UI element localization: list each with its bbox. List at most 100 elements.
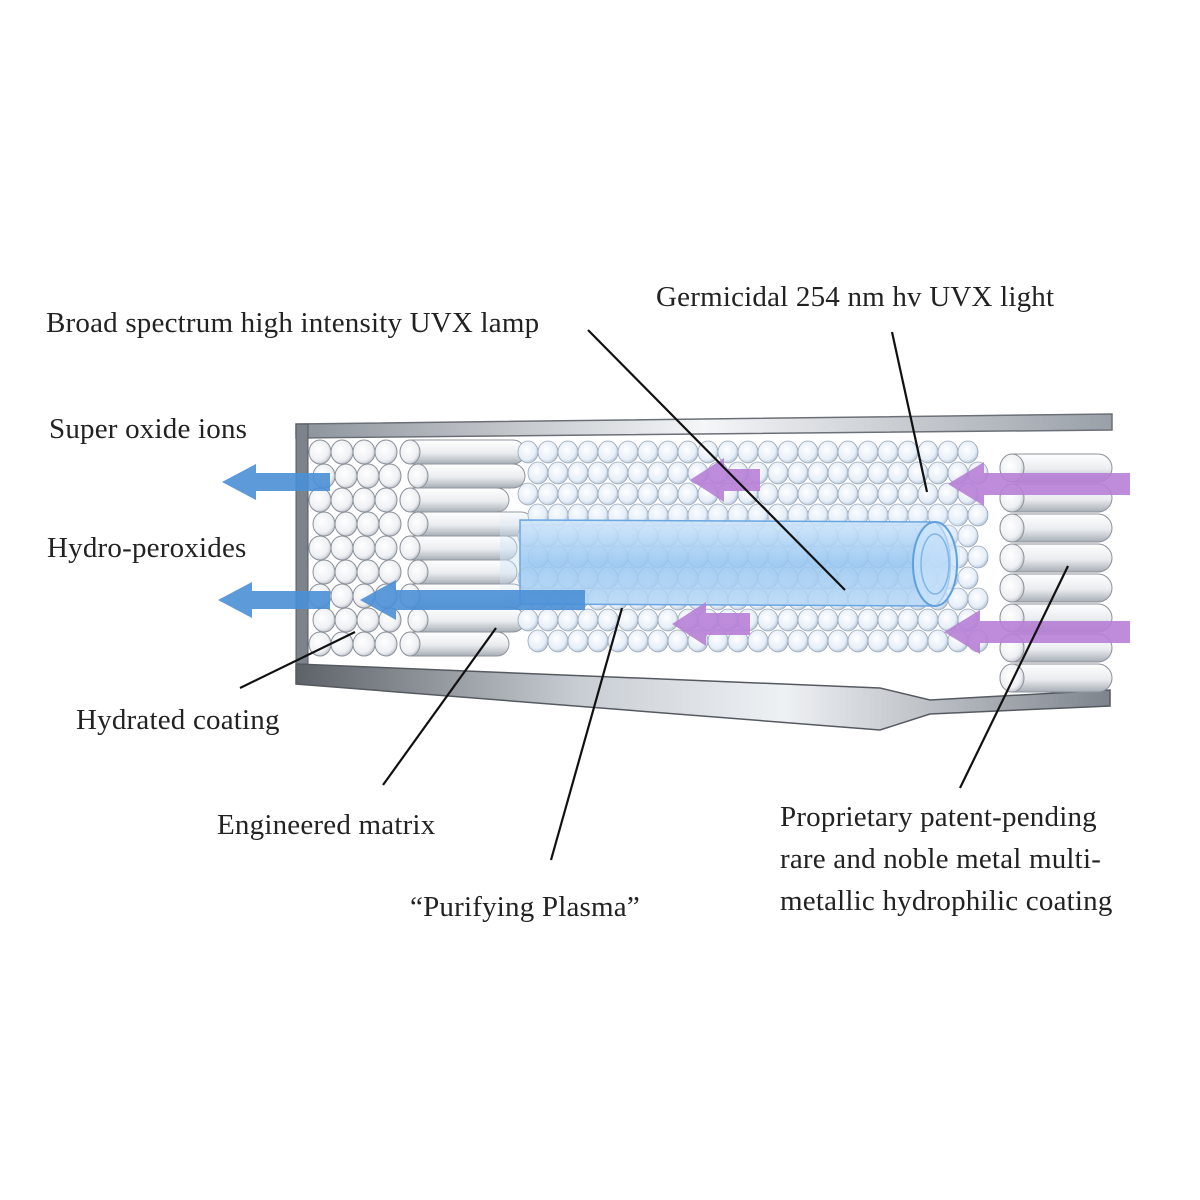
left-tube-stack: [308, 439, 534, 657]
label-metallic-coating-line-2: rare and noble metal multi-: [780, 843, 1102, 875]
inflow-arrow-upper-inner: [690, 458, 760, 502]
tube-end: [999, 513, 1025, 543]
tube-end: [330, 583, 354, 609]
label-metallic-coating-line-1: Proprietary patent-pending: [780, 801, 1097, 833]
matrix-cell: [937, 440, 959, 464]
matrix-cell: [537, 608, 559, 632]
matrix-cell: [847, 629, 869, 653]
matrix-cell: [777, 440, 799, 464]
matrix-cell: [917, 608, 939, 632]
matrix-cell: [547, 629, 569, 653]
matrix-cell: [537, 440, 559, 464]
tube-end: [999, 573, 1025, 603]
tube-end: [399, 439, 421, 465]
outflow-arrow-hydro-peroxides: [218, 582, 330, 618]
tube-end: [356, 607, 380, 633]
tube-end: [374, 439, 398, 465]
tube-end: [407, 463, 429, 489]
matrix-cell: [577, 608, 599, 632]
matrix-cell: [667, 629, 689, 653]
matrix-cell: [587, 629, 609, 653]
tube-end: [308, 439, 332, 465]
matrix-cell: [827, 629, 849, 653]
matrix-cell: [857, 440, 879, 464]
matrix-cell: [597, 440, 619, 464]
label-hydrated-coating: Hydrated coating: [76, 704, 280, 736]
matrix-cell: [897, 440, 919, 464]
tube-end: [352, 487, 376, 513]
matrix-cell: [827, 461, 849, 485]
matrix-cell: [817, 608, 839, 632]
tube-end: [374, 631, 398, 657]
matrix-cell: [547, 461, 569, 485]
matrix-cell: [957, 566, 979, 590]
matrix-cell: [967, 587, 989, 611]
inflow-arrow-upper: [948, 462, 1130, 506]
tube-end: [399, 487, 421, 513]
matrix-cell: [587, 461, 609, 485]
leader-hydrated-coating: [239, 631, 356, 689]
matrix-cell: [807, 461, 829, 485]
matrix-cell: [657, 608, 679, 632]
tube-end: [378, 463, 402, 489]
matrix-cell: [847, 461, 869, 485]
matrix-cell: [877, 608, 899, 632]
matrix-cell: [897, 608, 919, 632]
matrix-cell: [557, 608, 579, 632]
tube-end: [356, 511, 380, 537]
tube-end: [312, 511, 336, 537]
tube-end: [330, 487, 354, 513]
matrix-cell: [667, 461, 689, 485]
inflow-arrow-lower-inner: [672, 602, 750, 646]
matrix-cell: [517, 440, 539, 464]
matrix-cell: [877, 440, 899, 464]
matrix-cell: [757, 608, 779, 632]
leader-purifying-plasma: [549, 607, 624, 861]
tube-end: [312, 607, 336, 633]
leader-germicidal-light: [890, 331, 929, 493]
label-hydro-peroxides: Hydro-peroxides: [47, 532, 247, 564]
matrix-cell: [807, 629, 829, 653]
matrix-cell: [677, 440, 699, 464]
matrix-cell: [747, 629, 769, 653]
matrix-cell: [867, 629, 889, 653]
tube-end: [352, 631, 376, 657]
matrix-cell: [907, 629, 929, 653]
leader-uvx-lamp: [587, 329, 846, 591]
tube-end: [330, 535, 354, 561]
tube-end: [308, 487, 332, 513]
matrix-cell: [957, 440, 979, 464]
matrix-cell: [527, 629, 549, 653]
leader-metallic-coating: [959, 565, 1069, 789]
matrix-cell: [627, 629, 649, 653]
label-metallic-coating: Proprietary patent-pending rare and nobl…: [780, 796, 1160, 922]
matrix-cell: [817, 440, 839, 464]
matrix-cell: [957, 524, 979, 548]
matrix-cell: [637, 440, 659, 464]
label-uvx-lamp: Broad spectrum high intensity UVX lamp: [46, 307, 540, 339]
matrix-cell: [837, 608, 859, 632]
leader-engineered-matrix: [382, 627, 497, 786]
matrix-cell: [567, 461, 589, 485]
matrix-cell: [607, 461, 629, 485]
outflow-arrow-super-oxide: [222, 464, 330, 500]
tube-end: [374, 535, 398, 561]
matrix-cell: [887, 461, 909, 485]
label-metallic-coating-line-3: metallic hydrophilic coating: [780, 885, 1113, 917]
tube-end: [356, 559, 380, 585]
tube-end: [356, 463, 380, 489]
matrix-cell: [927, 629, 949, 653]
matrix-cell: [797, 608, 819, 632]
matrix-cell: [557, 440, 579, 464]
matrix-cell: [647, 461, 669, 485]
matrix-cell: [647, 629, 669, 653]
tube-end: [334, 607, 358, 633]
flow-arrows: [218, 458, 1130, 654]
matrix-cell: [627, 461, 649, 485]
matrix-cell: [787, 461, 809, 485]
matrix-cell: [527, 461, 549, 485]
matrix-cell: [797, 440, 819, 464]
matrix-cell: [657, 440, 679, 464]
leader-lines: [239, 329, 1069, 861]
tube-end: [399, 631, 421, 657]
